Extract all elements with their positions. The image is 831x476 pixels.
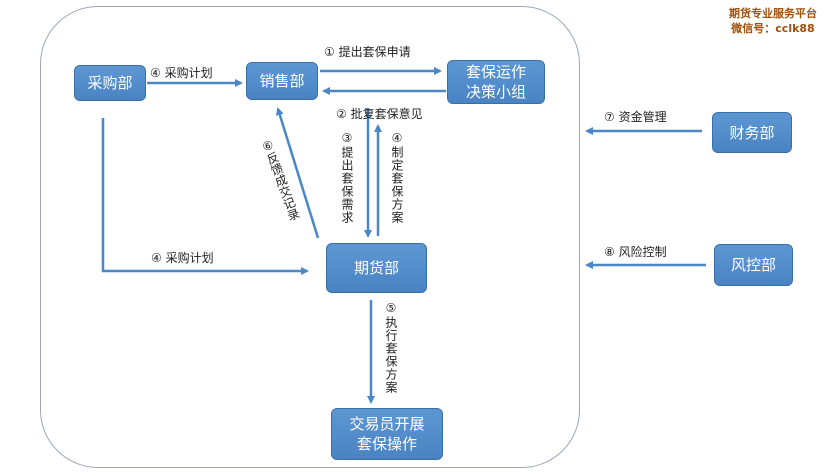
node-trader-line2: 套保操作 — [356, 435, 417, 453]
node-purchase: 采购部 — [74, 65, 146, 101]
node-trader: 交易员开展 套保操作 — [331, 408, 443, 460]
label-purchase-plan-bottom: ④ 采购计划 — [151, 251, 214, 265]
node-finance: 财务部 — [712, 112, 792, 153]
node-hedge-committee: 套保运作 决策小组 — [447, 60, 545, 104]
arrow-purchase-to-futures — [101, 118, 309, 275]
node-hedge-committee-line1: 套保运作 — [465, 63, 526, 81]
node-risk-control-label: 风控部 — [730, 256, 776, 274]
label-formulate-hedge-plan: ④制定套保方案 — [390, 131, 404, 224]
node-futures: 期货部 — [326, 243, 427, 293]
label-execute-hedge-plan: ⑤执行套保方案 — [384, 301, 398, 394]
node-sales: 销售部 — [246, 62, 318, 100]
label-purchase-plan-top: ④ 采购计划 — [150, 66, 213, 80]
organization-boundary — [40, 6, 580, 468]
watermark: 期货专业服务平台 微信号：cclk88 — [729, 6, 817, 36]
label-submit-hedge-application: ① 提出套保申请 — [324, 45, 411, 59]
label-risk-control: ⑧ 风险控制 — [604, 245, 667, 259]
node-futures-label: 期货部 — [353, 259, 399, 277]
node-risk-control: 风控部 — [714, 244, 793, 286]
node-trader-line1: 交易员开展 — [349, 415, 425, 433]
arrow-futures-to-sales — [275, 107, 320, 239]
watermark-line1: 期货专业服务平台 — [729, 7, 817, 20]
node-finance-label: 财务部 — [729, 123, 775, 142]
label-approve-hedge-opinion: ② 批复套保意见 — [336, 107, 423, 121]
watermark-line2: 微信号：cclk88 — [731, 22, 815, 35]
label-fund-management: ⑦ 资金管理 — [604, 110, 667, 124]
label-submit-hedge-demand: ③提出套保需求 — [340, 131, 354, 224]
node-hedge-committee-line2: 决策小组 — [465, 83, 526, 101]
node-purchase-label: 采购部 — [87, 74, 133, 92]
node-sales-label: 销售部 — [259, 72, 305, 90]
